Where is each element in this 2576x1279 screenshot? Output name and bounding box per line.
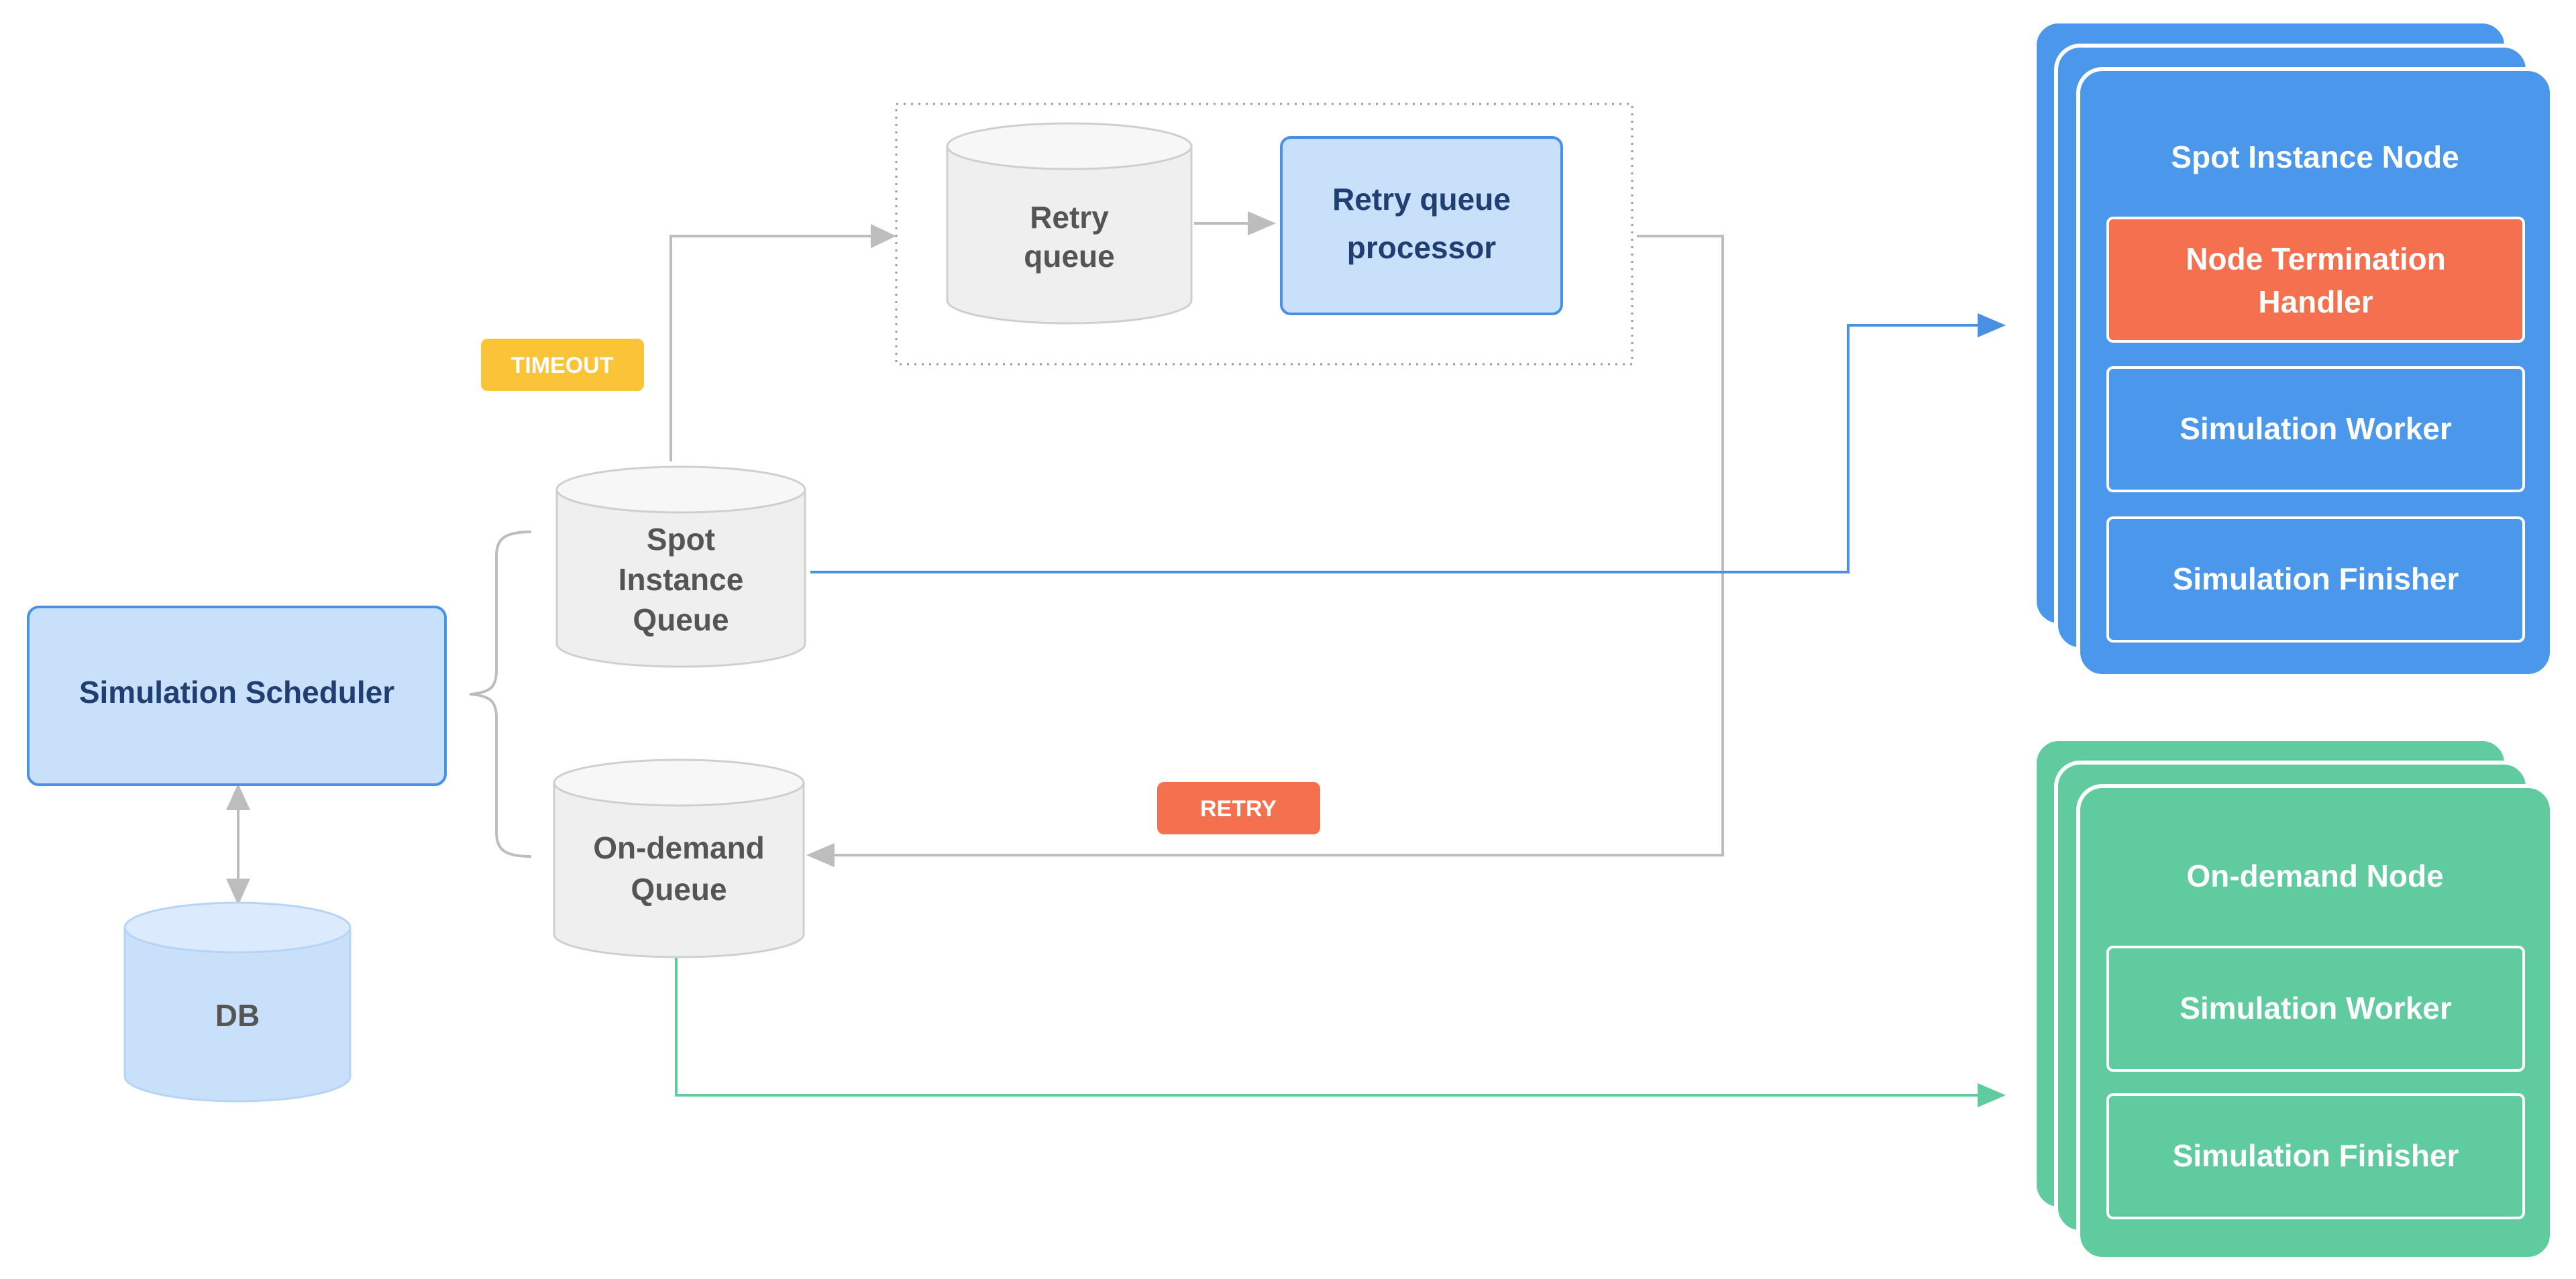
retry-badge: RETRY <box>1157 782 1320 834</box>
retry-connector <box>832 235 1724 856</box>
ondemand-node-stack: On-demand Node Simulation Worker Simulat… <box>2033 737 2554 1261</box>
retry-arrowhead <box>806 843 835 867</box>
retry-processor-box: Retry queue processor <box>1280 136 1563 315</box>
retry-queue-label-2: queue <box>1024 239 1114 274</box>
ondemand-queue-label-2: Queue <box>631 872 727 907</box>
retry-queue-arrowhead <box>1248 211 1276 235</box>
db-arrowhead-up <box>226 783 250 810</box>
ondemand-simulation-finisher-box <box>2106 1093 2525 1219</box>
ondemand-node-title: On-demand Node <box>2186 858 2443 893</box>
termination-label-1: Node Termination <box>2186 241 2446 276</box>
connectors <box>226 211 2006 1107</box>
spot-queue-label-2: Instance <box>619 562 744 597</box>
retry-queue-label-1: Retry <box>1030 200 1109 235</box>
ondemand-simulation-worker-box <box>2106 946 2525 1072</box>
brace-connector <box>469 531 532 858</box>
db-arrowhead-down <box>226 879 250 905</box>
spot-queue-label-1: Spot <box>647 522 715 557</box>
scheduler-label: Simulation Scheduler <box>79 675 394 710</box>
spot-queue-label-3: Queue <box>633 602 729 637</box>
node-termination-handler-box <box>2106 217 2525 343</box>
spot-simulation-finisher-box <box>2106 516 2525 643</box>
spot-connector <box>810 324 1986 573</box>
retry-queue-cylinder: Retry queue <box>946 122 1193 325</box>
timeout-badge-label: TIMEOUT <box>511 353 614 378</box>
spot-node-title: Spot Instance Node <box>2171 140 2459 174</box>
spot-instance-node-stack: Spot Instance Node Node Termination Hand… <box>2033 19 2554 678</box>
termination-label-2: Handler <box>2258 284 2373 319</box>
timeout-badge: TIMEOUT <box>481 339 644 391</box>
spot-worker-label: Simulation Worker <box>2180 411 2452 446</box>
retry-badge-label: RETRY <box>1200 796 1277 822</box>
spot-instance-queue-cylinder: Spot Instance Queue <box>555 465 806 668</box>
spot-simulation-worker-box <box>2106 366 2525 492</box>
ondemand-queue-label-1: On-demand <box>593 830 765 865</box>
db-label: DB <box>215 998 260 1033</box>
retry-processor-label-1: Retry queue <box>1332 182 1511 217</box>
timeout-connector <box>669 233 894 461</box>
simulation-scheduler-box: Simulation Scheduler <box>27 606 447 786</box>
ondemand-worker-label: Simulation Worker <box>2180 991 2452 1025</box>
ondemand-queue-cylinder: On-demand Queue <box>553 759 805 958</box>
spot-finisher-label: Simulation Finisher <box>2173 561 2459 596</box>
timeout-arrowhead <box>871 224 896 248</box>
ondemand-arrowhead <box>1978 1083 2006 1107</box>
retry-processor-label-2: processor <box>1347 230 1497 265</box>
spot-arrowhead <box>1978 313 2006 337</box>
ondemand-connector <box>675 958 1986 1097</box>
ondemand-finisher-label: Simulation Finisher <box>2173 1138 2459 1173</box>
db-cylinder: DB <box>123 901 352 1103</box>
